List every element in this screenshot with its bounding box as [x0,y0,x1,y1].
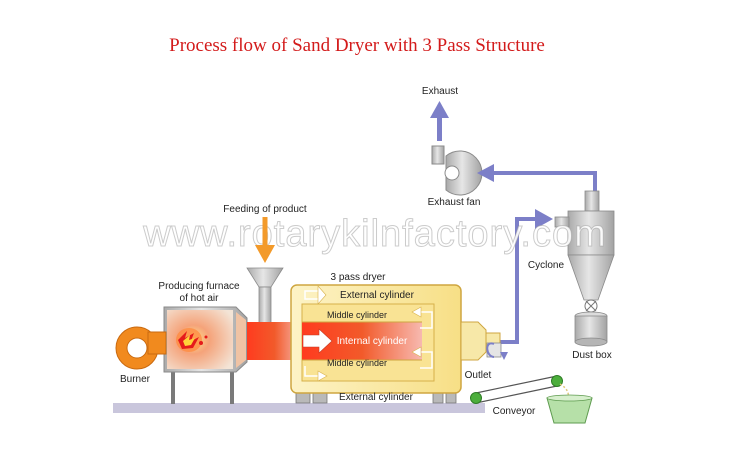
outlet-to-cyclone-arrow [497,209,553,344]
burner-label: Burner [120,374,151,385]
collection-bin [546,394,593,424]
furnace-legs [171,372,234,404]
outlet-label: Outlet [465,370,492,381]
middle-cylinder-bottom-label: Middle cylinder [327,358,387,368]
dryer-flow-arrows [304,285,433,382]
cyclone-label: Cyclone [528,260,565,271]
dryer-feet [295,391,457,404]
floor-base [113,403,485,413]
conveyor-label: Conveyor [493,406,536,417]
outlet-chute [486,342,508,360]
feeding-arrow [255,217,275,263]
dust-box-label: Dust box [572,350,611,361]
furnace-label-line1: Producing furnace [158,281,240,292]
cyclone [554,190,615,313]
furnace-label-line2: of hot air [180,293,220,304]
external-cylinder-bottom-label: External cylinder [339,392,414,403]
dust-box [574,311,608,347]
diagram-title: Process flow of Sand Dryer with 3 Pass S… [169,35,545,56]
flame-icon [176,328,208,352]
exhaust-fan-label: Exhaust fan [428,197,481,208]
conveyor [470,375,570,404]
exhaust-arrow [430,101,449,141]
feeding-label: Feeding of product [223,204,307,215]
internal-flow-arrow [302,328,333,354]
exhaust-label: Exhaust [422,86,458,97]
middle-cylinder-top-label: Middle cylinder [327,310,387,320]
feed-hopper [246,267,284,324]
exhaust-fan [431,145,483,196]
burner [115,326,167,370]
internal-cylinder-label: Internal cylinder [337,336,408,347]
cyclone-to-fan-arrow [477,164,597,191]
dryer-label: 3 pass dryer [330,272,386,283]
watermark: www.rotarykilnfactory.com [142,213,607,255]
external-cylinder-top-label: External cylinder [340,290,415,301]
